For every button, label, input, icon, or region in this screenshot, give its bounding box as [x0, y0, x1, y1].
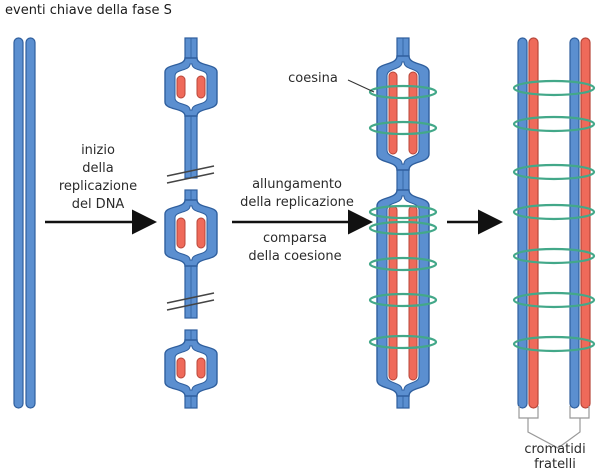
sister-chromatids: [514, 38, 594, 408]
cohesin-pointer: [348, 80, 374, 92]
replication-bubbles: [165, 38, 217, 408]
new-strand: [409, 72, 417, 154]
sister-chromatids-label: cromatidi fratelli: [510, 442, 600, 472]
new-strand: [177, 218, 185, 248]
cohesin-label: coesina: [278, 70, 348, 88]
new-strand: [197, 76, 205, 98]
new-strand: [197, 218, 205, 248]
new-strand: [409, 206, 417, 380]
new-strand: [389, 72, 397, 154]
new-strand: [197, 358, 205, 378]
new-strand: [177, 358, 185, 378]
new-strand: [177, 76, 185, 98]
initiation-label: inizio della replicazione del DNA: [48, 142, 148, 214]
elongation-label: allungamento della replicazione: [222, 176, 372, 212]
new-strand: [389, 206, 397, 380]
elongating-replication: [370, 38, 436, 408]
unreplicated-dna: [14, 38, 35, 408]
cohesion-label: comparsa della coesione: [230, 230, 360, 266]
